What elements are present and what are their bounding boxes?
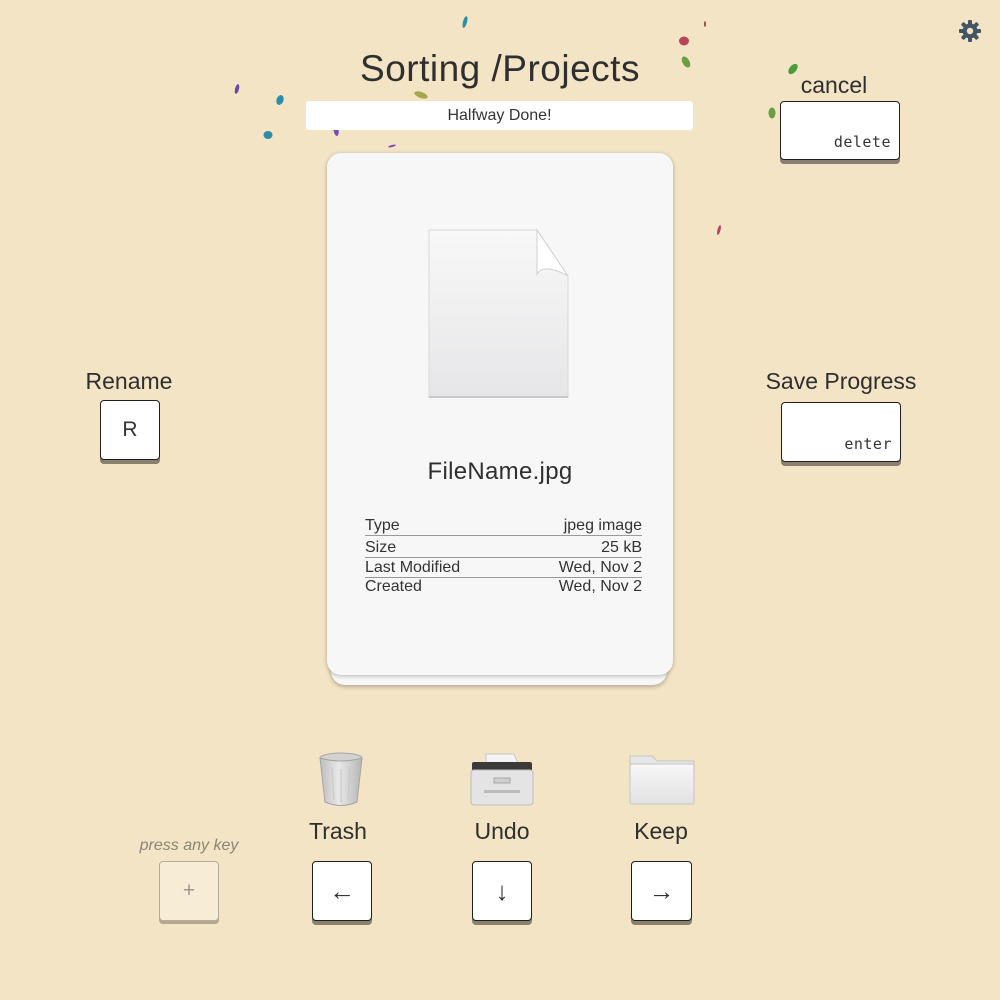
progress-status: Halfway Done!: [306, 101, 693, 130]
save-progress-label: Save Progress: [765, 368, 917, 394]
info-value: Wed, Nov 2: [558, 559, 642, 576]
confetti-piece: [681, 56, 691, 68]
info-row-size: Size 25 kB: [365, 537, 642, 558]
info-row-created: Created Wed, Nov 2: [365, 575, 642, 596]
add-key-button[interactable]: +: [159, 861, 219, 921]
confetti-piece: [704, 21, 706, 27]
settings-button[interactable]: [958, 19, 982, 43]
info-key: Size: [365, 539, 397, 556]
info-key: Type: [365, 517, 400, 534]
keep-key-button[interactable]: →: [631, 861, 692, 921]
page-title: Sorting /Projects: [360, 48, 640, 89]
cancel-label: cancel: [800, 72, 868, 98]
left-arrow-icon: ←: [329, 875, 355, 906]
trash-icon: [319, 752, 363, 806]
info-row-last-modified: Last Modified Wed, Nov 2: [365, 557, 642, 578]
confetti-piece: [234, 84, 240, 94]
confetti-piece: [414, 91, 428, 99]
confetti-piece: [717, 225, 721, 235]
confetti-piece: [388, 144, 396, 148]
info-value: Wed, Nov 2: [558, 578, 642, 595]
down-arrow-icon: ↓: [495, 875, 509, 906]
save-progress-key-button[interactable]: enter: [781, 402, 901, 462]
info-key: Created: [365, 578, 422, 595]
enter-key-label: enter: [844, 435, 892, 453]
cancel-key-button[interactable]: delete: [780, 101, 900, 160]
undo-label: Undo: [474, 818, 530, 844]
printer-icon: [470, 753, 534, 806]
press-any-key-hint: press any key: [139, 837, 239, 854]
confetti-piece: [768, 107, 776, 119]
rename-label: Rename: [85, 368, 173, 394]
trash-key-button[interactable]: ←: [312, 861, 372, 921]
confetti-piece: [679, 36, 689, 46]
document-icon: [428, 228, 569, 398]
plus-key-label: +: [182, 879, 196, 902]
confetti-piece: [263, 131, 273, 139]
info-row-type: Type jpeg image: [365, 515, 642, 536]
trash-label: Trash: [309, 818, 367, 844]
keep-label: Keep: [634, 818, 688, 844]
info-value: 25 kB: [601, 539, 642, 556]
folder-icon: [629, 755, 695, 805]
rename-key-button[interactable]: R: [100, 400, 160, 460]
info-value: jpeg image: [563, 517, 642, 534]
gear-icon: [959, 20, 981, 42]
confetti-piece: [276, 95, 284, 105]
file-name: FileName.jpg: [427, 458, 573, 485]
confetti-piece: [788, 63, 798, 75]
delete-key-label: delete: [833, 133, 891, 151]
right-arrow-icon: →: [648, 875, 675, 906]
info-key: Last Modified: [365, 559, 461, 576]
r-key-label: R: [122, 418, 138, 441]
confetti-piece: [462, 16, 468, 28]
undo-key-button[interactable]: ↓: [472, 861, 532, 921]
